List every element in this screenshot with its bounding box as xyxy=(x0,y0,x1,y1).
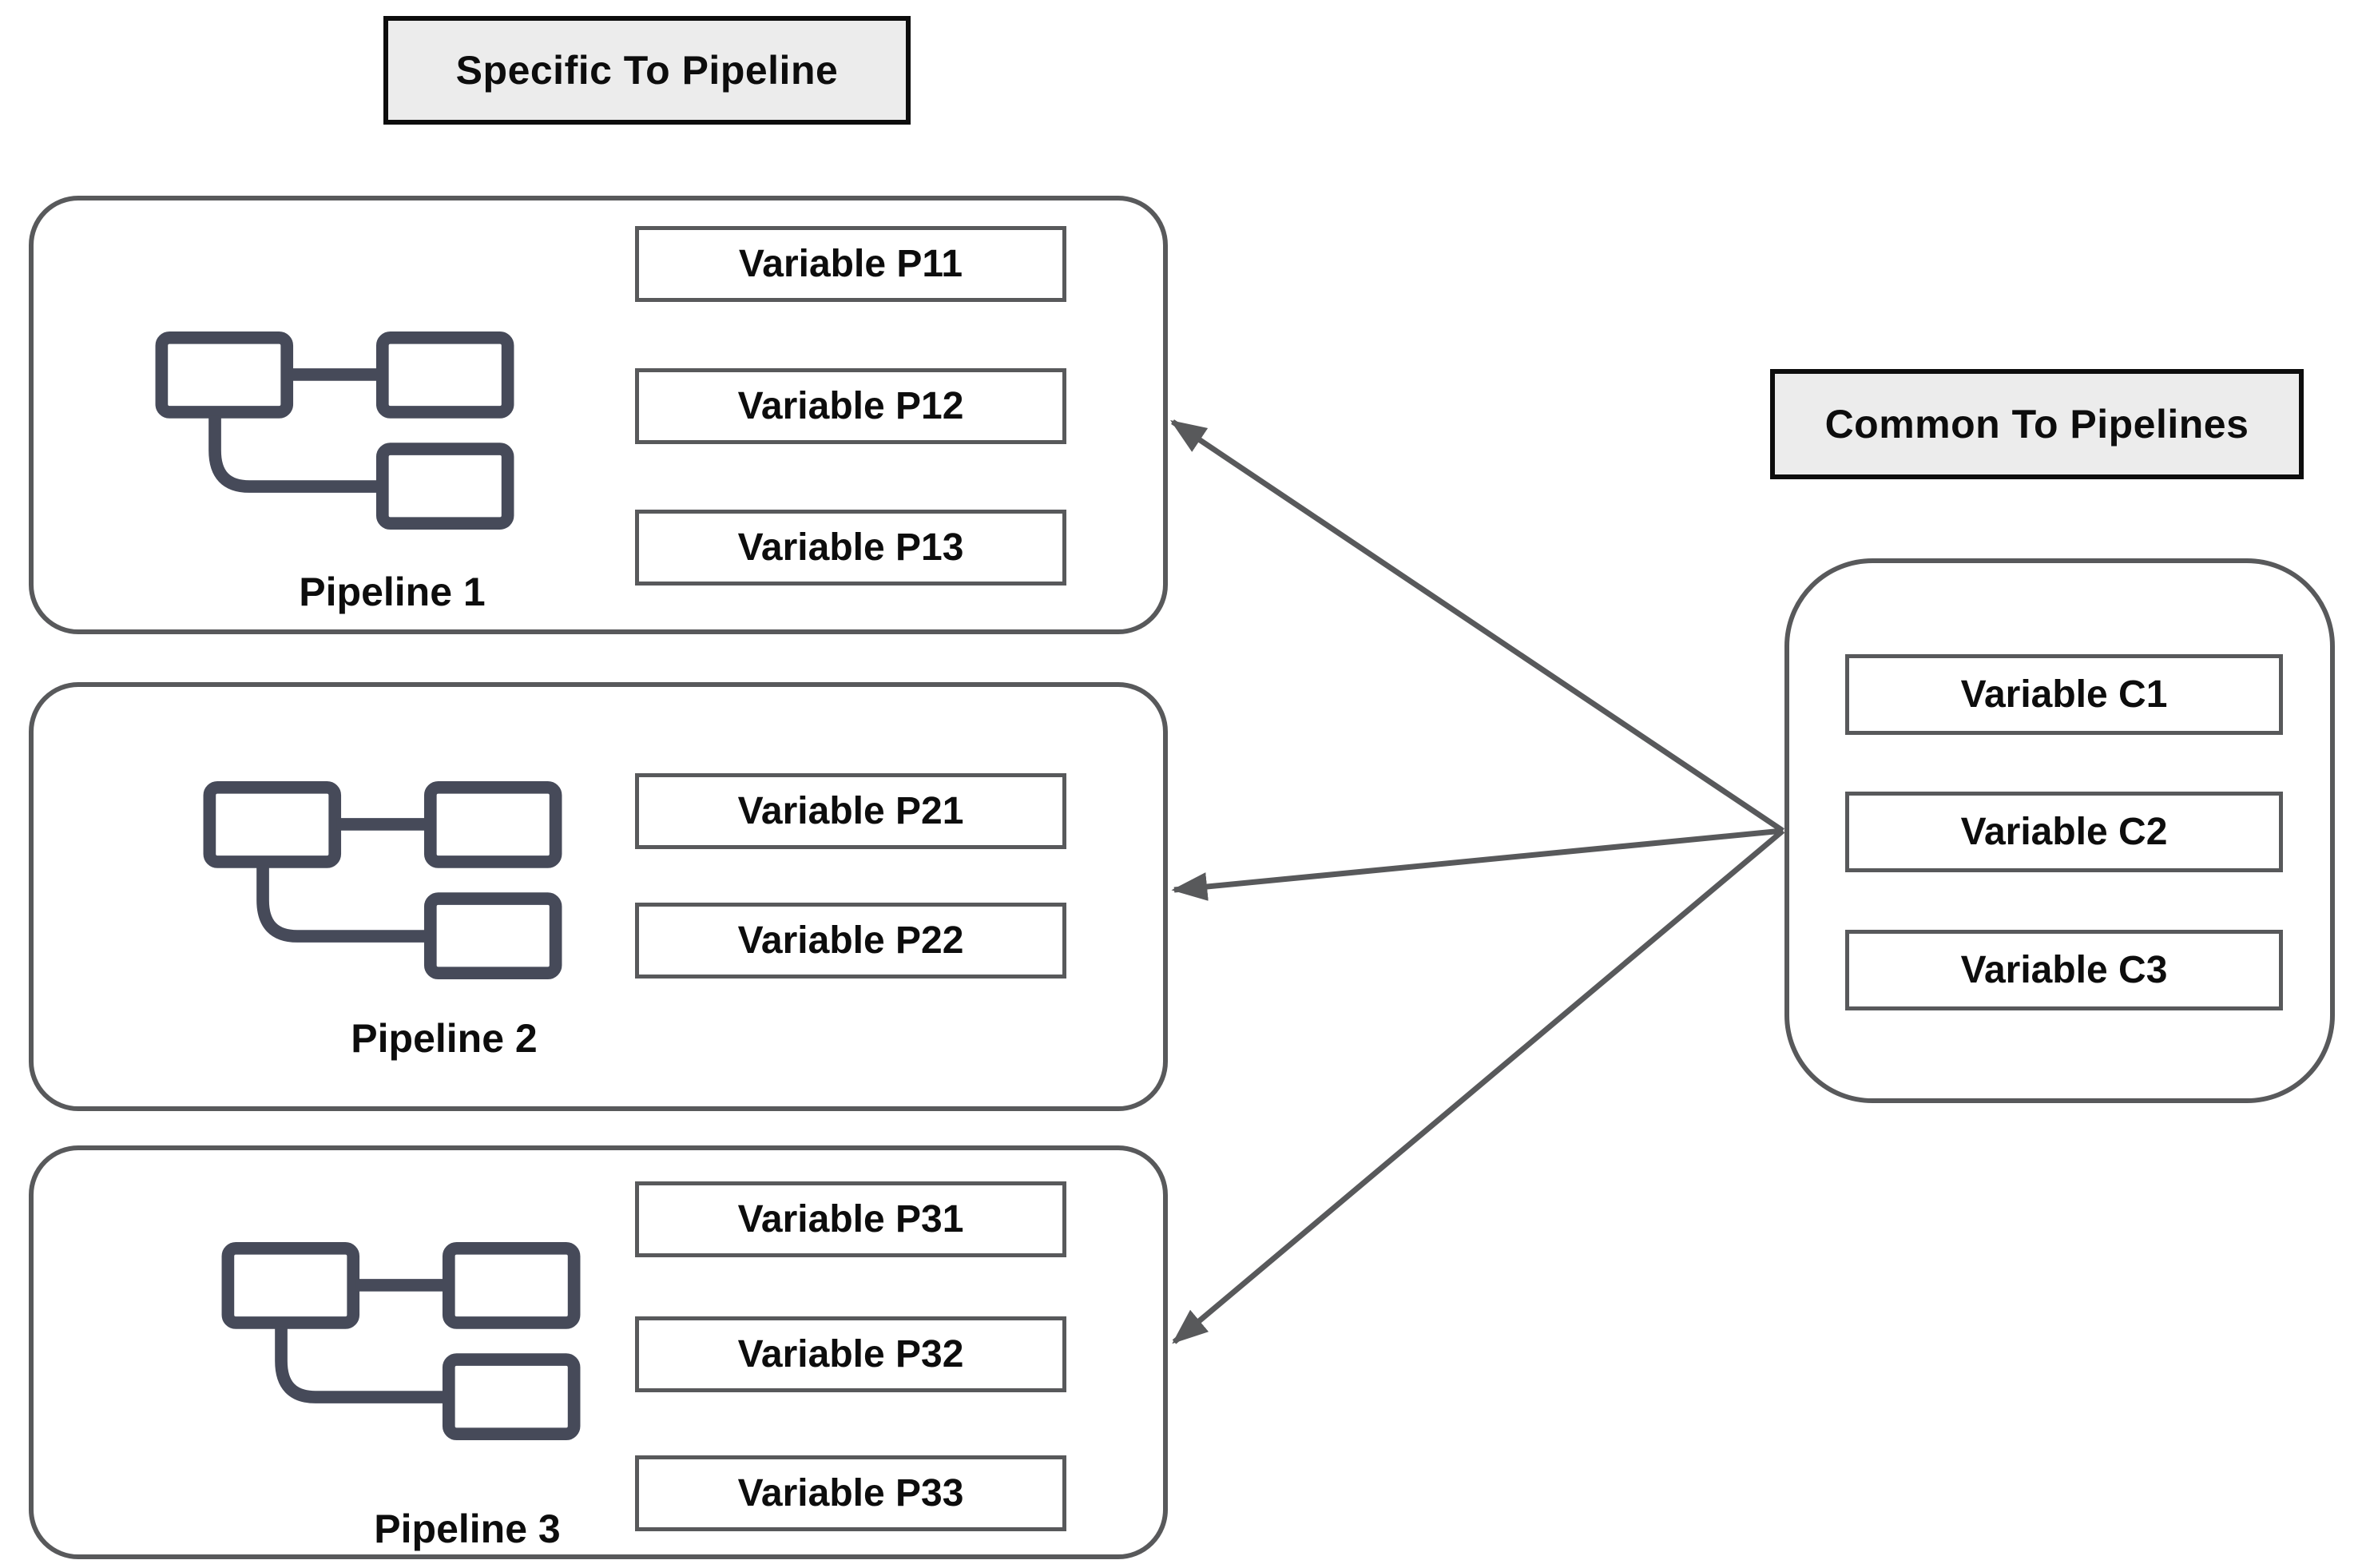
pipeline-1-name: Pipeline 1 xyxy=(299,570,486,614)
variable-p21-text: Variable P21 xyxy=(737,790,964,832)
variable-c3-text: Variable C3 xyxy=(1960,949,2168,991)
variable-p11-text: Variable P11 xyxy=(738,243,963,285)
specific-to-pipeline-label-text: Specific To Pipeline xyxy=(455,48,839,93)
variable-box-p22: Variable P22 xyxy=(635,903,1066,979)
pipeline-2-name: Pipeline 2 xyxy=(351,1016,538,1061)
variable-box-p11: Variable P11 xyxy=(635,226,1066,302)
variable-p33-text: Variable P33 xyxy=(737,1472,964,1514)
variable-box-p12: Variable P12 xyxy=(635,368,1066,444)
specific-to-pipeline-label: Specific To Pipeline xyxy=(383,16,911,125)
pipeline-3-name: Pipeline 3 xyxy=(374,1506,561,1551)
variable-box-p32: Variable P32 xyxy=(635,1316,1066,1392)
pipeline-icon xyxy=(203,781,562,979)
pipeline-icon xyxy=(221,1242,581,1440)
arrow-common-to-pipeline-1 xyxy=(1170,419,1784,833)
variable-box-p13: Variable P13 xyxy=(635,510,1066,586)
pipeline-icon xyxy=(155,331,514,530)
pipeline-3-container: Pipeline 3 Variable P31 Variable P32 Var… xyxy=(29,1145,1168,1559)
variable-box-p33: Variable P33 xyxy=(635,1455,1066,1531)
common-to-pipelines-label-text: Common To Pipelines xyxy=(1824,402,2249,447)
variable-box-c1: Variable C1 xyxy=(1845,654,2283,735)
arrow-common-to-pipeline-3 xyxy=(1172,828,1785,1344)
pipeline-1-container: Pipeline 1 Variable P11 Variable P12 Var… xyxy=(29,196,1168,634)
variable-p13-text: Variable P13 xyxy=(737,526,964,569)
common-variables-container: Variable C1 Variable C2 Variable C3 xyxy=(1784,558,2335,1103)
variable-c2-text: Variable C2 xyxy=(1960,811,2168,853)
variable-p31-text: Variable P31 xyxy=(737,1198,964,1241)
variable-box-c3: Variable C3 xyxy=(1845,930,2283,1010)
variable-p32-text: Variable P32 xyxy=(737,1333,964,1375)
pipeline-2-container: Pipeline 2 Variable P21 Variable P22 xyxy=(29,682,1168,1111)
variable-p12-text: Variable P12 xyxy=(737,385,964,427)
variable-box-p31: Variable P31 xyxy=(635,1181,1066,1257)
variable-box-c2: Variable C2 xyxy=(1845,792,2283,872)
variable-box-p21: Variable P21 xyxy=(635,773,1066,849)
common-to-pipelines-label: Common To Pipelines xyxy=(1770,369,2304,479)
arrow-common-to-pipeline-2 xyxy=(1171,828,1784,901)
variable-p22-text: Variable P22 xyxy=(737,919,964,962)
variable-c1-text: Variable C1 xyxy=(1960,673,2168,716)
